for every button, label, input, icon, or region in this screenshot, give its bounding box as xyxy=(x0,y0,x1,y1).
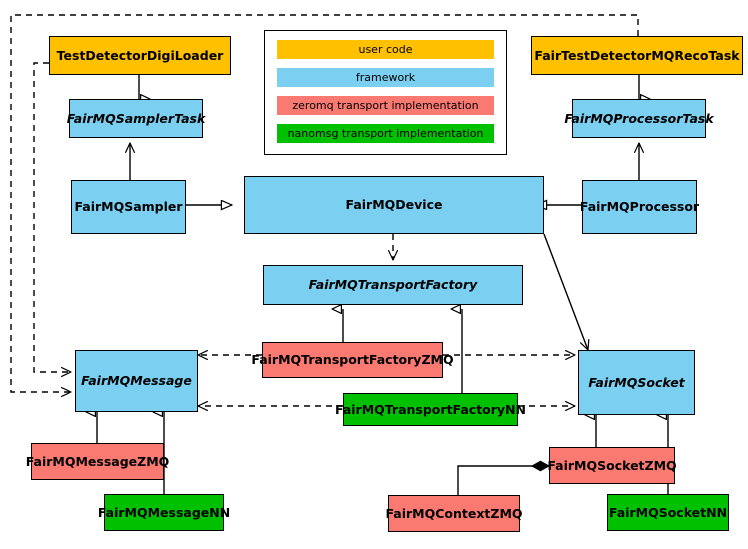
class-fairmq-socket-nn[interactable]: FairMQSocketNN xyxy=(607,494,729,531)
legend-item-nanomsg: nanomsg transport implementation xyxy=(277,124,494,143)
class-label: FairMQMessageZMQ xyxy=(25,453,170,469)
class-label: FairMQMessage xyxy=(81,373,192,389)
class-fairmq-socket-zmq[interactable]: FairMQSocketZMQ xyxy=(547,447,677,484)
legend-label-user-code: user code xyxy=(358,43,413,56)
edge-contextzmq-socketzmq xyxy=(457,466,549,495)
class-fairmq-processor-task[interactable]: FairMQProcessorTask xyxy=(564,99,714,138)
class-label: FairMQProcessorTask xyxy=(564,110,714,126)
class-fairmq-device[interactable]: FairMQDevice xyxy=(244,176,544,234)
class-fairmq-sampler-task[interactable]: FairMQSamplerTask xyxy=(67,99,205,138)
legend-item-zeromq: zeromq transport implementation xyxy=(277,96,494,115)
class-label: FairMQDevice xyxy=(345,197,443,213)
class-fairmq-processor[interactable]: FairMQProcessor xyxy=(580,180,699,234)
class-label: FairMQSocket xyxy=(588,374,685,390)
legend-panel: user code framework zeromq transport imp… xyxy=(264,30,507,155)
class-label: FairMQSampler xyxy=(74,199,183,215)
class-fairmq-context-zmq[interactable]: FairMQContextZMQ xyxy=(385,495,523,532)
class-label: FairMQProcessor xyxy=(579,199,700,215)
class-fairmq-transport-factory-nn[interactable]: FairMQTransportFactoryNN xyxy=(335,393,526,426)
class-label: FairMQMessageNN xyxy=(97,504,231,520)
class-label: TestDetectorDigiLoader xyxy=(56,47,224,63)
class-test-detector-digi-loader[interactable]: TestDetectorDigiLoader xyxy=(49,36,231,75)
legend-item-framework: framework xyxy=(277,68,494,87)
class-fairmq-transport-factory[interactable]: FairMQTransportFactory xyxy=(263,265,523,305)
class-fairmq-message-nn[interactable]: FairMQMessageNN xyxy=(98,494,230,531)
class-label: FairMQTransportFactory xyxy=(308,277,478,293)
class-fairmq-sampler[interactable]: FairMQSampler xyxy=(71,180,186,234)
edge-device-socket xyxy=(543,233,590,351)
legend-label-zeromq: zeromq transport implementation xyxy=(292,99,479,112)
legend-label-nanomsg: nanomsg transport implementation xyxy=(287,127,484,140)
edge-digiloader-message xyxy=(33,62,72,377)
class-label: FairMQContextZMQ xyxy=(385,505,523,521)
class-fairmq-message[interactable]: FairMQMessage xyxy=(75,350,198,412)
class-fairmq-message-zmq[interactable]: FairMQMessageZMQ xyxy=(26,443,169,480)
class-fairmq-transport-factory-zmq[interactable]: FairMQTransportFactoryZMQ xyxy=(251,342,454,378)
class-label: FairMQTransportFactoryNN xyxy=(335,401,526,417)
class-fairmq-socket[interactable]: FairMQSocket xyxy=(578,350,695,415)
legend-label-framework: framework xyxy=(355,71,416,84)
legend-item-user-code: user code xyxy=(277,40,494,59)
class-label: FairMQSamplerTask xyxy=(66,110,206,126)
class-label: FairMQSocketNN xyxy=(608,504,728,520)
class-label: FairTestDetectorMQRecoTask xyxy=(534,47,740,63)
class-label: FairMQTransportFactoryZMQ xyxy=(251,352,454,368)
class-fair-test-detector-mq-reco-task[interactable]: FairTestDetectorMQRecoTask xyxy=(531,36,743,75)
class-label: FairMQSocketZMQ xyxy=(547,457,677,473)
